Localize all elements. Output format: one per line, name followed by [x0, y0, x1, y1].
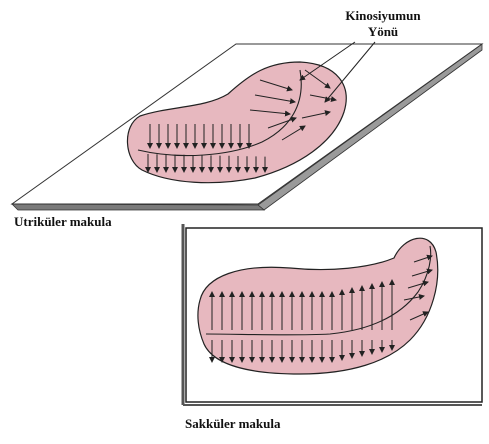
utricle-label: Utriküler makula: [14, 214, 112, 229]
saccule-label: Sakküler makula: [185, 416, 281, 431]
kinocilium-direction-label-line1: Kinosiyumun: [345, 8, 421, 23]
kinocilium-direction-label-line2: Yönü: [368, 24, 398, 39]
